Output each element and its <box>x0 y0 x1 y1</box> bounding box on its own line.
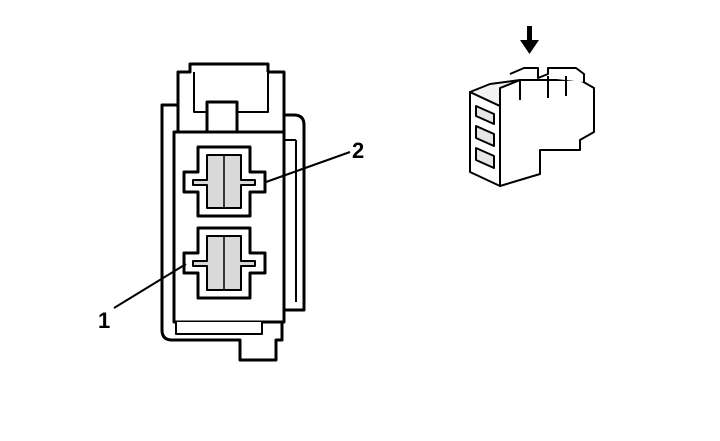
down-arrow-icon <box>520 26 539 54</box>
terminal-cavity-2 <box>182 145 267 218</box>
leader-line-2 <box>265 151 351 183</box>
connector-iso-view <box>469 67 595 187</box>
callout-label-1: 1 <box>98 308 110 333</box>
iso-body-side <box>499 79 595 187</box>
connector-bottom-tab <box>175 322 263 335</box>
leader-line-1 <box>113 263 187 309</box>
terminal-cavity-1 <box>182 226 267 300</box>
connector-latch-window <box>205 100 239 136</box>
connector-face-view <box>160 62 306 362</box>
callout-leaders <box>113 151 351 309</box>
callout-label-2: 2 <box>352 138 364 163</box>
